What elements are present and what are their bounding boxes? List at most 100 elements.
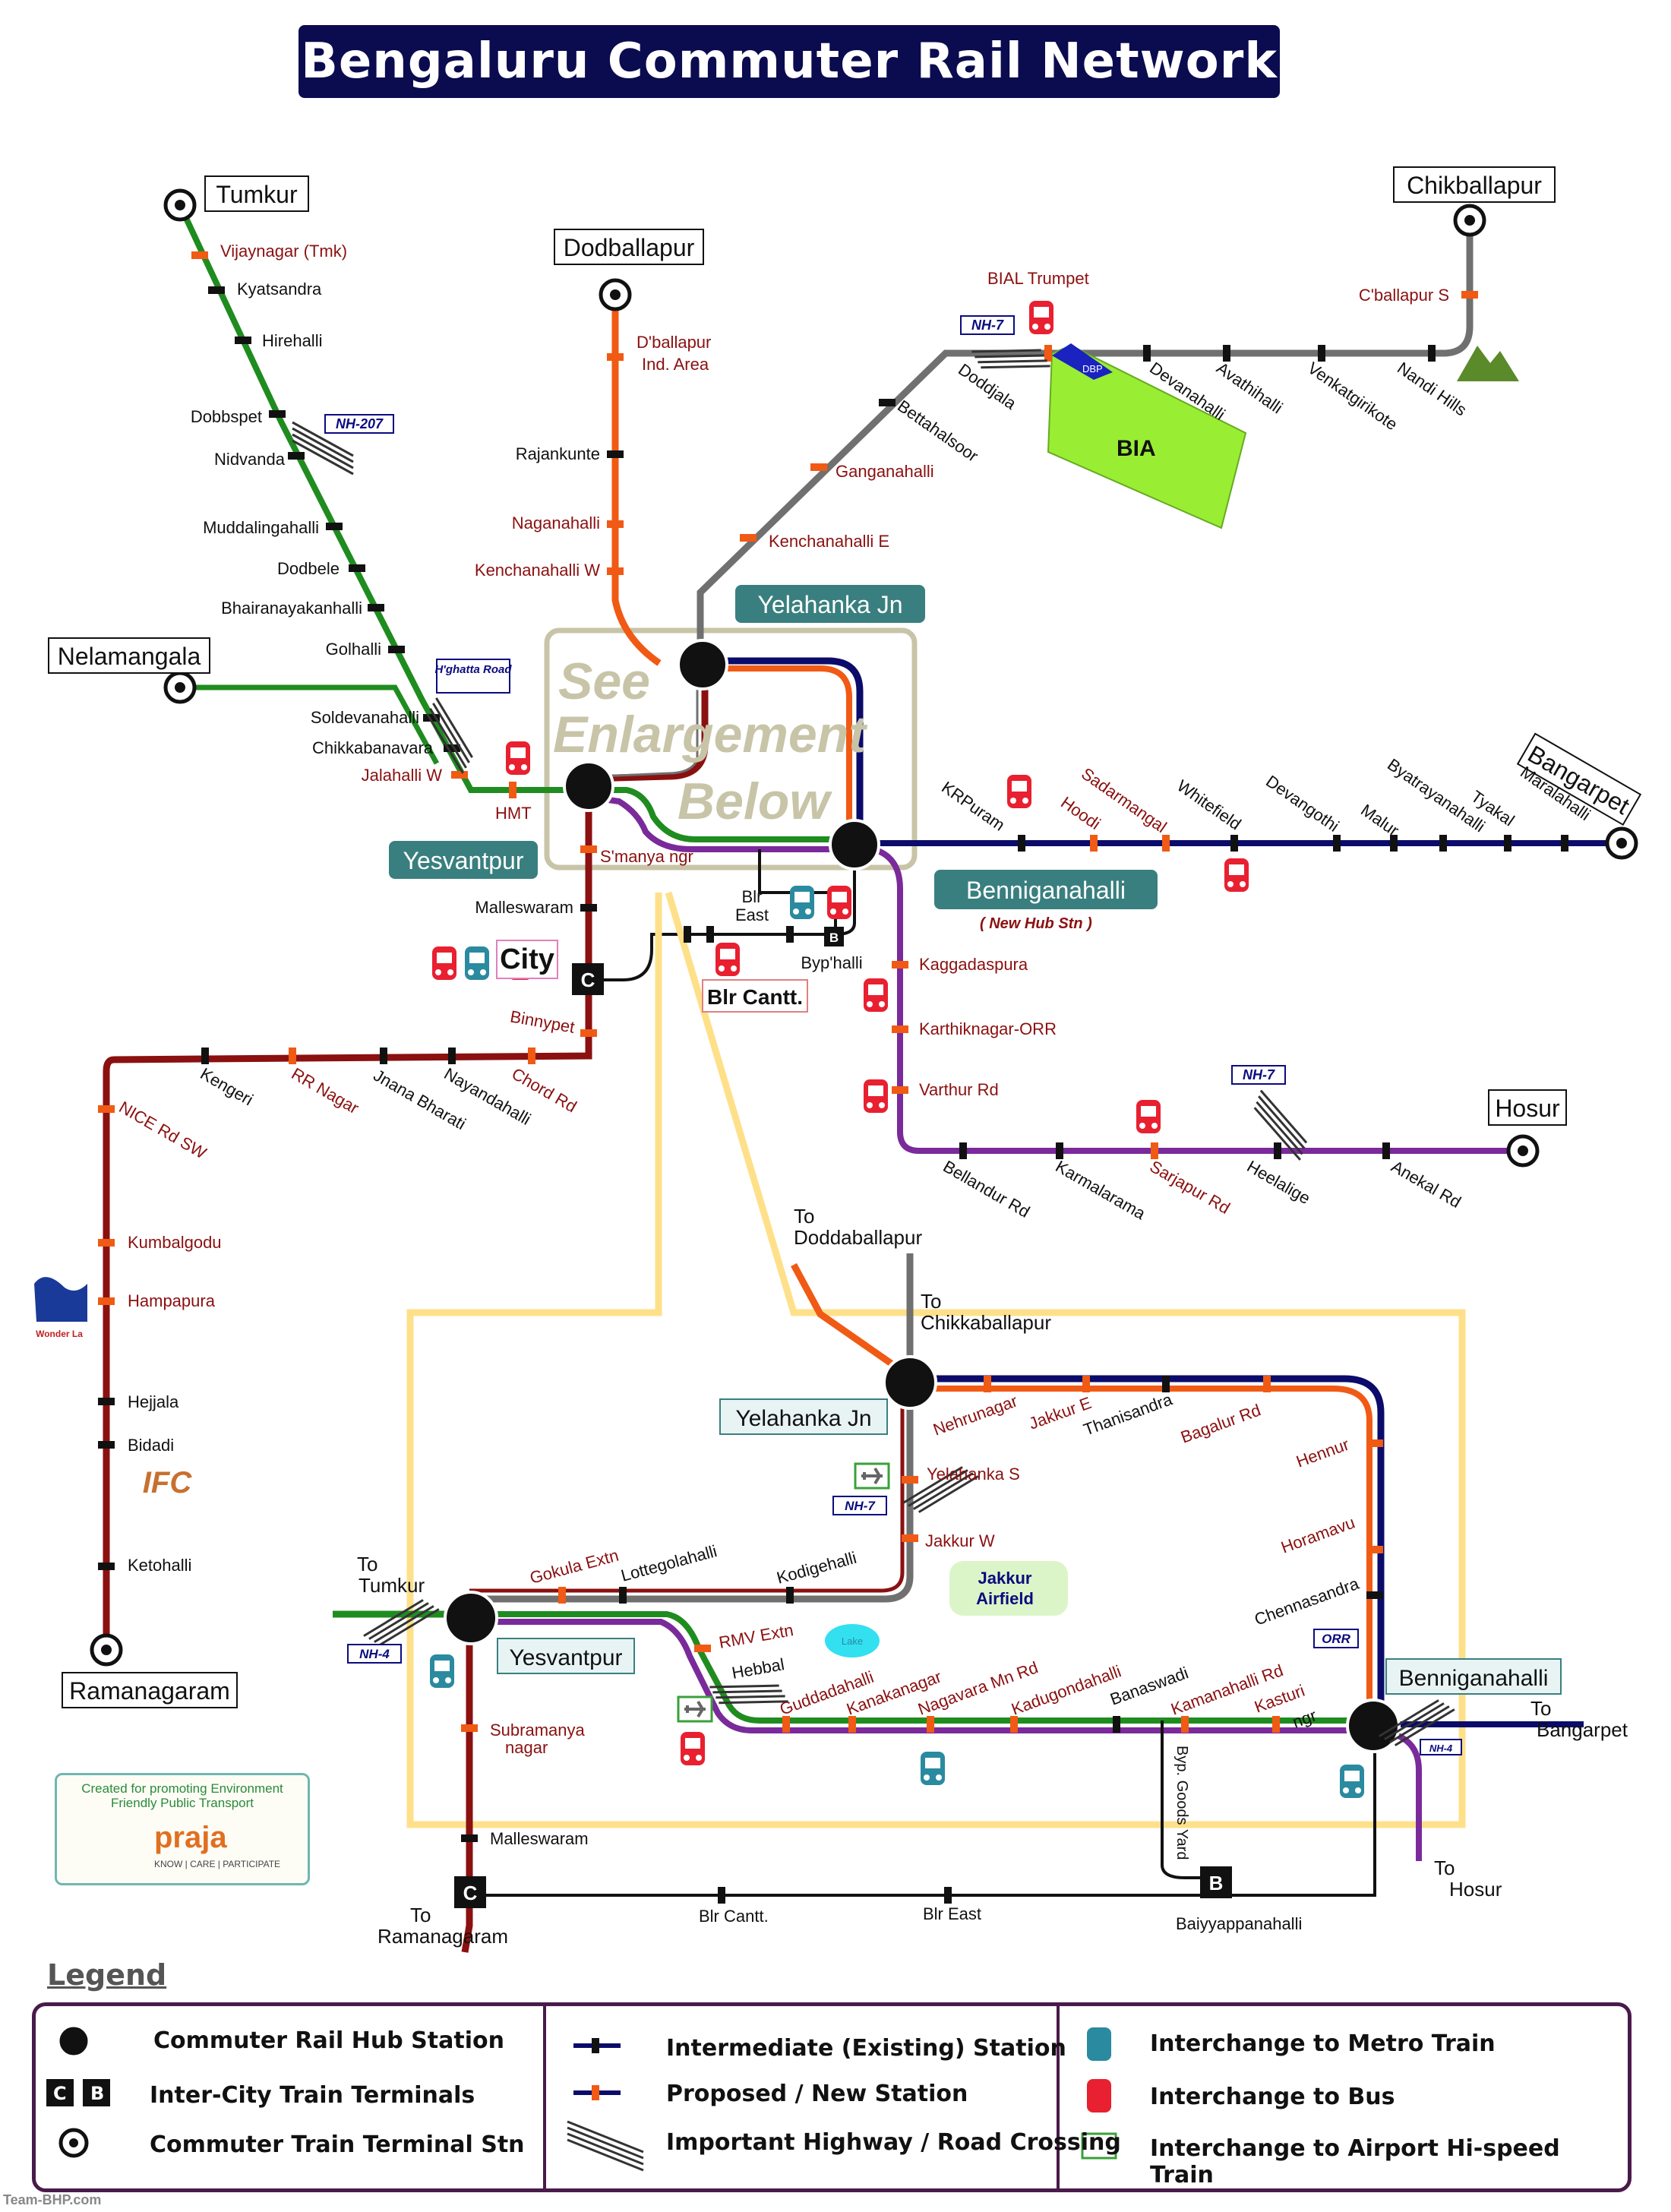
- station-21-marker[interactable]: [1223, 345, 1230, 362]
- bypalli-link-stn-1-marker[interactable]: [706, 926, 714, 943]
- enl-station-0-marker[interactable]: [984, 1376, 991, 1392]
- enl-station-12-marker[interactable]: [694, 1645, 711, 1652]
- hosur-terminal-icon[interactable]: [1508, 1136, 1537, 1165]
- station-56-marker[interactable]: [98, 1398, 115, 1405]
- enl-east-marker[interactable]: [944, 1887, 952, 1904]
- enl-station-17-marker[interactable]: [1010, 1716, 1018, 1733]
- enl-station-10-marker[interactable]: [619, 1587, 627, 1604]
- station-7-marker[interactable]: [368, 604, 384, 611]
- station-39-marker[interactable]: [892, 1086, 908, 1094]
- enl-station-5-marker[interactable]: [1366, 1546, 1383, 1553]
- enl-station-20-marker[interactable]: [1272, 1716, 1280, 1733]
- station-49-marker[interactable]: [448, 1048, 456, 1064]
- ramanagaram-terminal-icon[interactable]: [92, 1635, 121, 1664]
- station-3-marker[interactable]: [269, 410, 286, 418]
- station-46-marker[interactable]: [580, 904, 597, 912]
- station-13-marker[interactable]: [607, 353, 624, 361]
- station-33-marker[interactable]: [1390, 835, 1398, 852]
- station-30-marker[interactable]: [1162, 835, 1170, 852]
- enl-station-19-marker[interactable]: [1181, 1716, 1189, 1733]
- station-37-marker[interactable]: [892, 961, 908, 969]
- station-16-marker[interactable]: [607, 520, 624, 528]
- station-10-marker[interactable]: [444, 744, 460, 752]
- station-35-marker[interactable]: [1504, 835, 1511, 852]
- enl-station-8-marker[interactable]: [902, 1534, 918, 1542]
- station-1-marker[interactable]: [208, 286, 225, 294]
- enl-station-18-marker[interactable]: [1113, 1716, 1120, 1733]
- enl-station-2-marker[interactable]: [1162, 1376, 1170, 1392]
- nelamangala-terminal-icon[interactable]: [166, 673, 194, 702]
- tumkur-terminal-icon[interactable]: [166, 191, 194, 220]
- enl-station-15-marker[interactable]: [848, 1716, 856, 1733]
- bypalli-link-stn-2-marker[interactable]: [786, 926, 794, 943]
- enl-station-11-marker[interactable]: [786, 1587, 794, 1604]
- station-54-marker[interactable]: [98, 1239, 115, 1247]
- station-15-marker[interactable]: [607, 450, 624, 458]
- station-50-marker[interactable]: [380, 1048, 387, 1064]
- dodballapur-terminal-icon[interactable]: [601, 280, 630, 309]
- station-23-marker[interactable]: [1044, 345, 1052, 362]
- benniganahalli-hub-icon[interactable]: [829, 819, 880, 871]
- station-18-marker[interactable]: [1461, 291, 1478, 299]
- station-31-marker[interactable]: [1230, 835, 1238, 852]
- city-terminal-c-icon[interactable]: [572, 963, 604, 995]
- bypalli-terminal-b-icon[interactable]: [824, 927, 844, 946]
- station-5-marker[interactable]: [326, 523, 343, 530]
- station-38-marker[interactable]: [892, 1025, 908, 1033]
- station-40-marker[interactable]: [959, 1142, 967, 1159]
- enl-yesvantpur-hub-icon[interactable]: [444, 1591, 498, 1645]
- station-17-marker[interactable]: [607, 567, 624, 575]
- enl-cantt-marker[interactable]: [718, 1887, 725, 1904]
- chikballapur-terminal-icon[interactable]: [1455, 206, 1484, 235]
- station-4-marker[interactable]: [288, 452, 305, 460]
- station-20-marker[interactable]: [1318, 345, 1325, 362]
- enl-c-terminal-icon[interactable]: [454, 1876, 486, 1908]
- station-45-marker[interactable]: [580, 845, 597, 853]
- station-44-marker[interactable]: [1382, 1142, 1390, 1159]
- station-52-marker[interactable]: [201, 1048, 209, 1064]
- station-53-marker[interactable]: [98, 1105, 115, 1113]
- station-58-marker[interactable]: [98, 1563, 115, 1570]
- station-11-marker[interactable]: [451, 771, 468, 779]
- enl-station-14-marker[interactable]: [782, 1716, 790, 1733]
- bangarpet-terminal-icon[interactable]: [1607, 829, 1636, 858]
- enl-b-terminal-icon[interactable]: [1200, 1866, 1232, 1898]
- enl-station-6-marker[interactable]: [1366, 1591, 1383, 1599]
- station-19-marker[interactable]: [1428, 345, 1436, 362]
- station-28-marker[interactable]: [1018, 835, 1025, 852]
- station-36-marker[interactable]: [1561, 835, 1568, 852]
- station-29-marker[interactable]: [1090, 835, 1098, 852]
- station-34-marker[interactable]: [1439, 835, 1447, 852]
- bypalli-link-stn-0-marker[interactable]: [684, 926, 691, 943]
- station-32-marker[interactable]: [1333, 835, 1341, 852]
- station-27-marker[interactable]: [740, 534, 757, 542]
- enl-subramanya-marker[interactable]: [461, 1724, 478, 1732]
- station-57-marker[interactable]: [98, 1441, 115, 1449]
- station-12-marker[interactable]: [509, 782, 516, 798]
- station-43-marker[interactable]: [1274, 1142, 1281, 1159]
- station-8-marker[interactable]: [388, 646, 405, 653]
- station-2-marker[interactable]: [235, 337, 251, 344]
- enl-station-3-marker[interactable]: [1263, 1376, 1271, 1392]
- station-47-marker[interactable]: [580, 1029, 597, 1037]
- station-22-marker[interactable]: [1143, 345, 1151, 362]
- enl-yelahanka-hub-icon[interactable]: [883, 1355, 937, 1410]
- enl-station-1-marker[interactable]: [1082, 1376, 1090, 1392]
- enl-station-9-marker[interactable]: [558, 1587, 566, 1604]
- station-51-marker[interactable]: [289, 1048, 296, 1064]
- station-41-marker[interactable]: [1056, 1142, 1063, 1159]
- station-25-marker[interactable]: [879, 399, 896, 406]
- station-9-marker[interactable]: [423, 714, 440, 722]
- station-6-marker[interactable]: [349, 564, 365, 572]
- yesvantpur-hub-icon[interactable]: [563, 760, 614, 812]
- enl-station-7-marker[interactable]: [902, 1476, 918, 1484]
- station-42-marker[interactable]: [1151, 1142, 1158, 1159]
- enl-malleswaram-marker[interactable]: [461, 1834, 478, 1842]
- station-0-marker[interactable]: [191, 251, 208, 259]
- enl-station-16-marker[interactable]: [927, 1716, 934, 1733]
- yelahanka-hub-icon[interactable]: [677, 639, 728, 690]
- station-48-marker[interactable]: [528, 1048, 535, 1064]
- station-26-marker[interactable]: [810, 463, 827, 471]
- station-55-marker[interactable]: [98, 1297, 115, 1305]
- enl-station-4-marker[interactable]: [1366, 1439, 1383, 1447]
